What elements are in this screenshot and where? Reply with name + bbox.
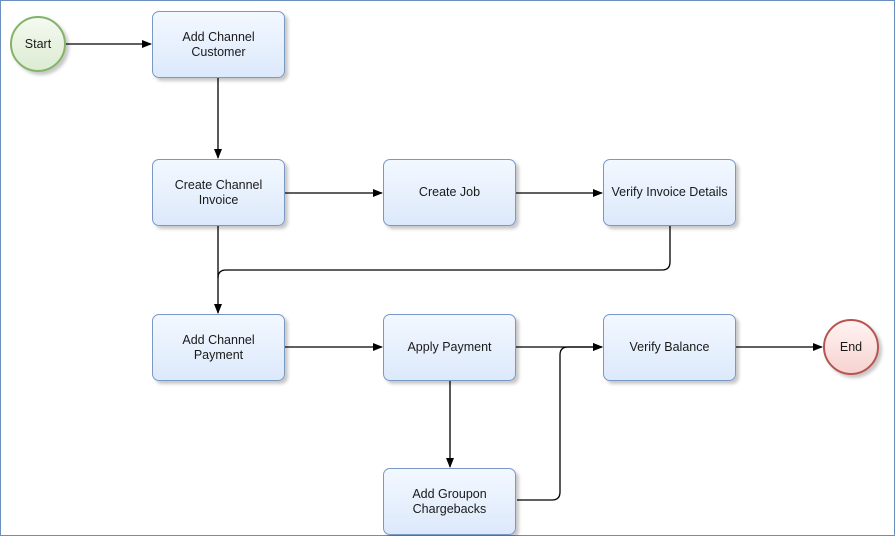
node-label: Apply Payment: [407, 340, 492, 354]
node-label: Add Channel Customer: [182, 29, 255, 59]
node-verify-invoice-details[interactable]: Verify Invoice Details: [603, 159, 736, 226]
start-label: Start: [24, 37, 52, 51]
node-add-channel-customer[interactable]: Add Channel Customer: [152, 11, 285, 78]
node-label: Verify Invoice Details: [611, 185, 728, 199]
node-apply-payment[interactable]: Apply Payment: [383, 314, 516, 381]
end-label: End: [839, 340, 863, 354]
edge-verify-invoice-to-add-payment: [217, 226, 671, 279]
node-add-groupon-chargebacks[interactable]: Add Groupon Chargebacks: [383, 468, 516, 535]
node-label: Verify Balance: [629, 340, 710, 354]
node-add-channel-payment[interactable]: Add Channel Payment: [152, 314, 285, 381]
edge-groupon-to-verify-balance: [517, 343, 603, 501]
node-label: Create Channel Invoice: [174, 177, 263, 207]
node-create-job[interactable]: Create Job: [383, 159, 516, 226]
start-node[interactable]: Start: [10, 16, 66, 72]
node-verify-balance[interactable]: Verify Balance: [603, 314, 736, 381]
node-create-channel-invoice[interactable]: Create Channel Invoice: [152, 159, 285, 226]
node-label: Add Groupon Chargebacks: [412, 486, 487, 516]
node-label: Add Channel Payment: [182, 332, 255, 362]
end-node[interactable]: End: [823, 319, 879, 375]
node-label: Create Job: [418, 185, 481, 199]
